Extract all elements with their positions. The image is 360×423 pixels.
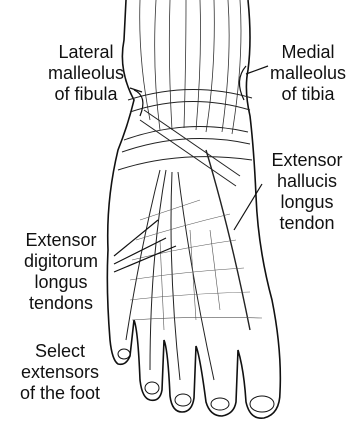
label-extensor-hallucis-longus: Extensor hallucis longus tendon (254, 150, 360, 234)
figure-caption: Select extensors of the foot (0, 341, 120, 404)
dorsal-texture (130, 200, 262, 330)
label-lateral-malleolus: Lateral malleolus of fibula (22, 42, 150, 105)
leg-tendons (140, 0, 241, 134)
edl-tendons (126, 170, 214, 380)
label-medial-malleolus: Medial malleolus of tibia (256, 42, 360, 105)
label-extensor-digitorum-longus: Extensor digitorum longus tendons (8, 230, 114, 314)
ehl-tendon (206, 150, 250, 330)
